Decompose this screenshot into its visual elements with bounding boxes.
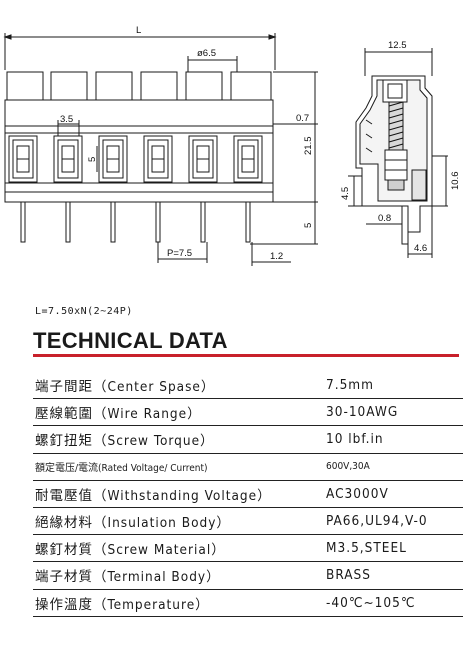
spec-row: 螺釘扭矩（Screw Torque）10 lbf.in — [33, 425, 463, 454]
spec-label: 壓線範圍（Wire Range） — [33, 398, 320, 427]
spec-row: 端子間距（Center Spase）7.5mm — [33, 372, 463, 400]
spec-label: 絕緣材料（Insulation Body） — [33, 507, 320, 536]
dim-5-label: 5 — [87, 157, 98, 162]
spec-value: 7.5mm — [320, 372, 463, 400]
spec-value: 10 lbf.in — [320, 425, 463, 454]
spec-value: AC3000V — [320, 480, 463, 508]
spec-label: 耐電壓值（Withstanding Voltage） — [33, 480, 320, 508]
spec-label: 操作溫度（Temperature） — [33, 589, 320, 617]
pitch-top-label: 3.5 — [60, 114, 73, 125]
spec-label: 端子間距（Center Spase） — [33, 372, 320, 400]
side-width-label: 12.5 — [388, 40, 407, 51]
technical-drawing: ø6.5 3.5 5 P=7.5 1.2 0.7 21.5 5 L — [3, 25, 461, 266]
spec-value: 600V,30A — [320, 453, 463, 481]
spec-row: 壓線範圍（Wire Range）30-10AWG — [33, 398, 463, 427]
spec-label: 螺釘材質（Screw Material） — [33, 534, 320, 563]
length-label: L — [136, 25, 141, 36]
offset-top-label: 0.7 — [296, 113, 309, 124]
side-foot-label: 4.6 — [414, 243, 427, 254]
hole-dia-label: ø6.5 — [197, 48, 216, 59]
spec-row: 螺釘材質（Screw Material）M3.5,STEEL — [33, 534, 463, 563]
spec-value: 30-10AWG — [320, 398, 463, 427]
section-title: TECHNICAL DATA — [33, 328, 228, 353]
pin-offset-label: 1.2 — [270, 251, 283, 262]
accent-rule — [33, 354, 459, 357]
length-formula: L=7.50xN(2~24P) — [35, 306, 133, 317]
side-base-label: 4.5 — [340, 187, 351, 200]
spec-row: 操作溫度（Temperature）-40℃~105℃ — [33, 589, 463, 617]
pin-length-label: 5 — [303, 223, 314, 228]
pitch-bottom-label: P=7.5 — [167, 248, 192, 259]
spec-row: 耐電壓值（Withstanding Voltage）AC3000V — [33, 480, 463, 508]
spec-row: 端子材質（Terminal Body）BRASS — [33, 561, 463, 590]
height-total-label: 21.5 — [303, 137, 314, 156]
spec-label: 螺釘扭矩（Screw Torque） — [33, 425, 320, 454]
spec-value: BRASS — [320, 561, 463, 590]
spec-value: PA66,UL94,V-0 — [320, 507, 463, 536]
spec-label: 額定電压/電流(Rated Voltage/ Current) — [33, 453, 320, 481]
spec-label: 端子材質（Terminal Body） — [33, 561, 320, 590]
side-height-label: 10.6 — [450, 172, 461, 191]
side-pin-offset-label: 0.8 — [378, 213, 391, 224]
spec-row: 絕緣材料（Insulation Body）PA66,UL94,V-0 — [33, 507, 463, 536]
spec-value: M3.5,STEEL — [320, 534, 463, 563]
spec-row: 額定電压/電流(Rated Voltage/ Current)600V,30A — [33, 453, 463, 481]
spec-value: -40℃~105℃ — [320, 589, 463, 617]
